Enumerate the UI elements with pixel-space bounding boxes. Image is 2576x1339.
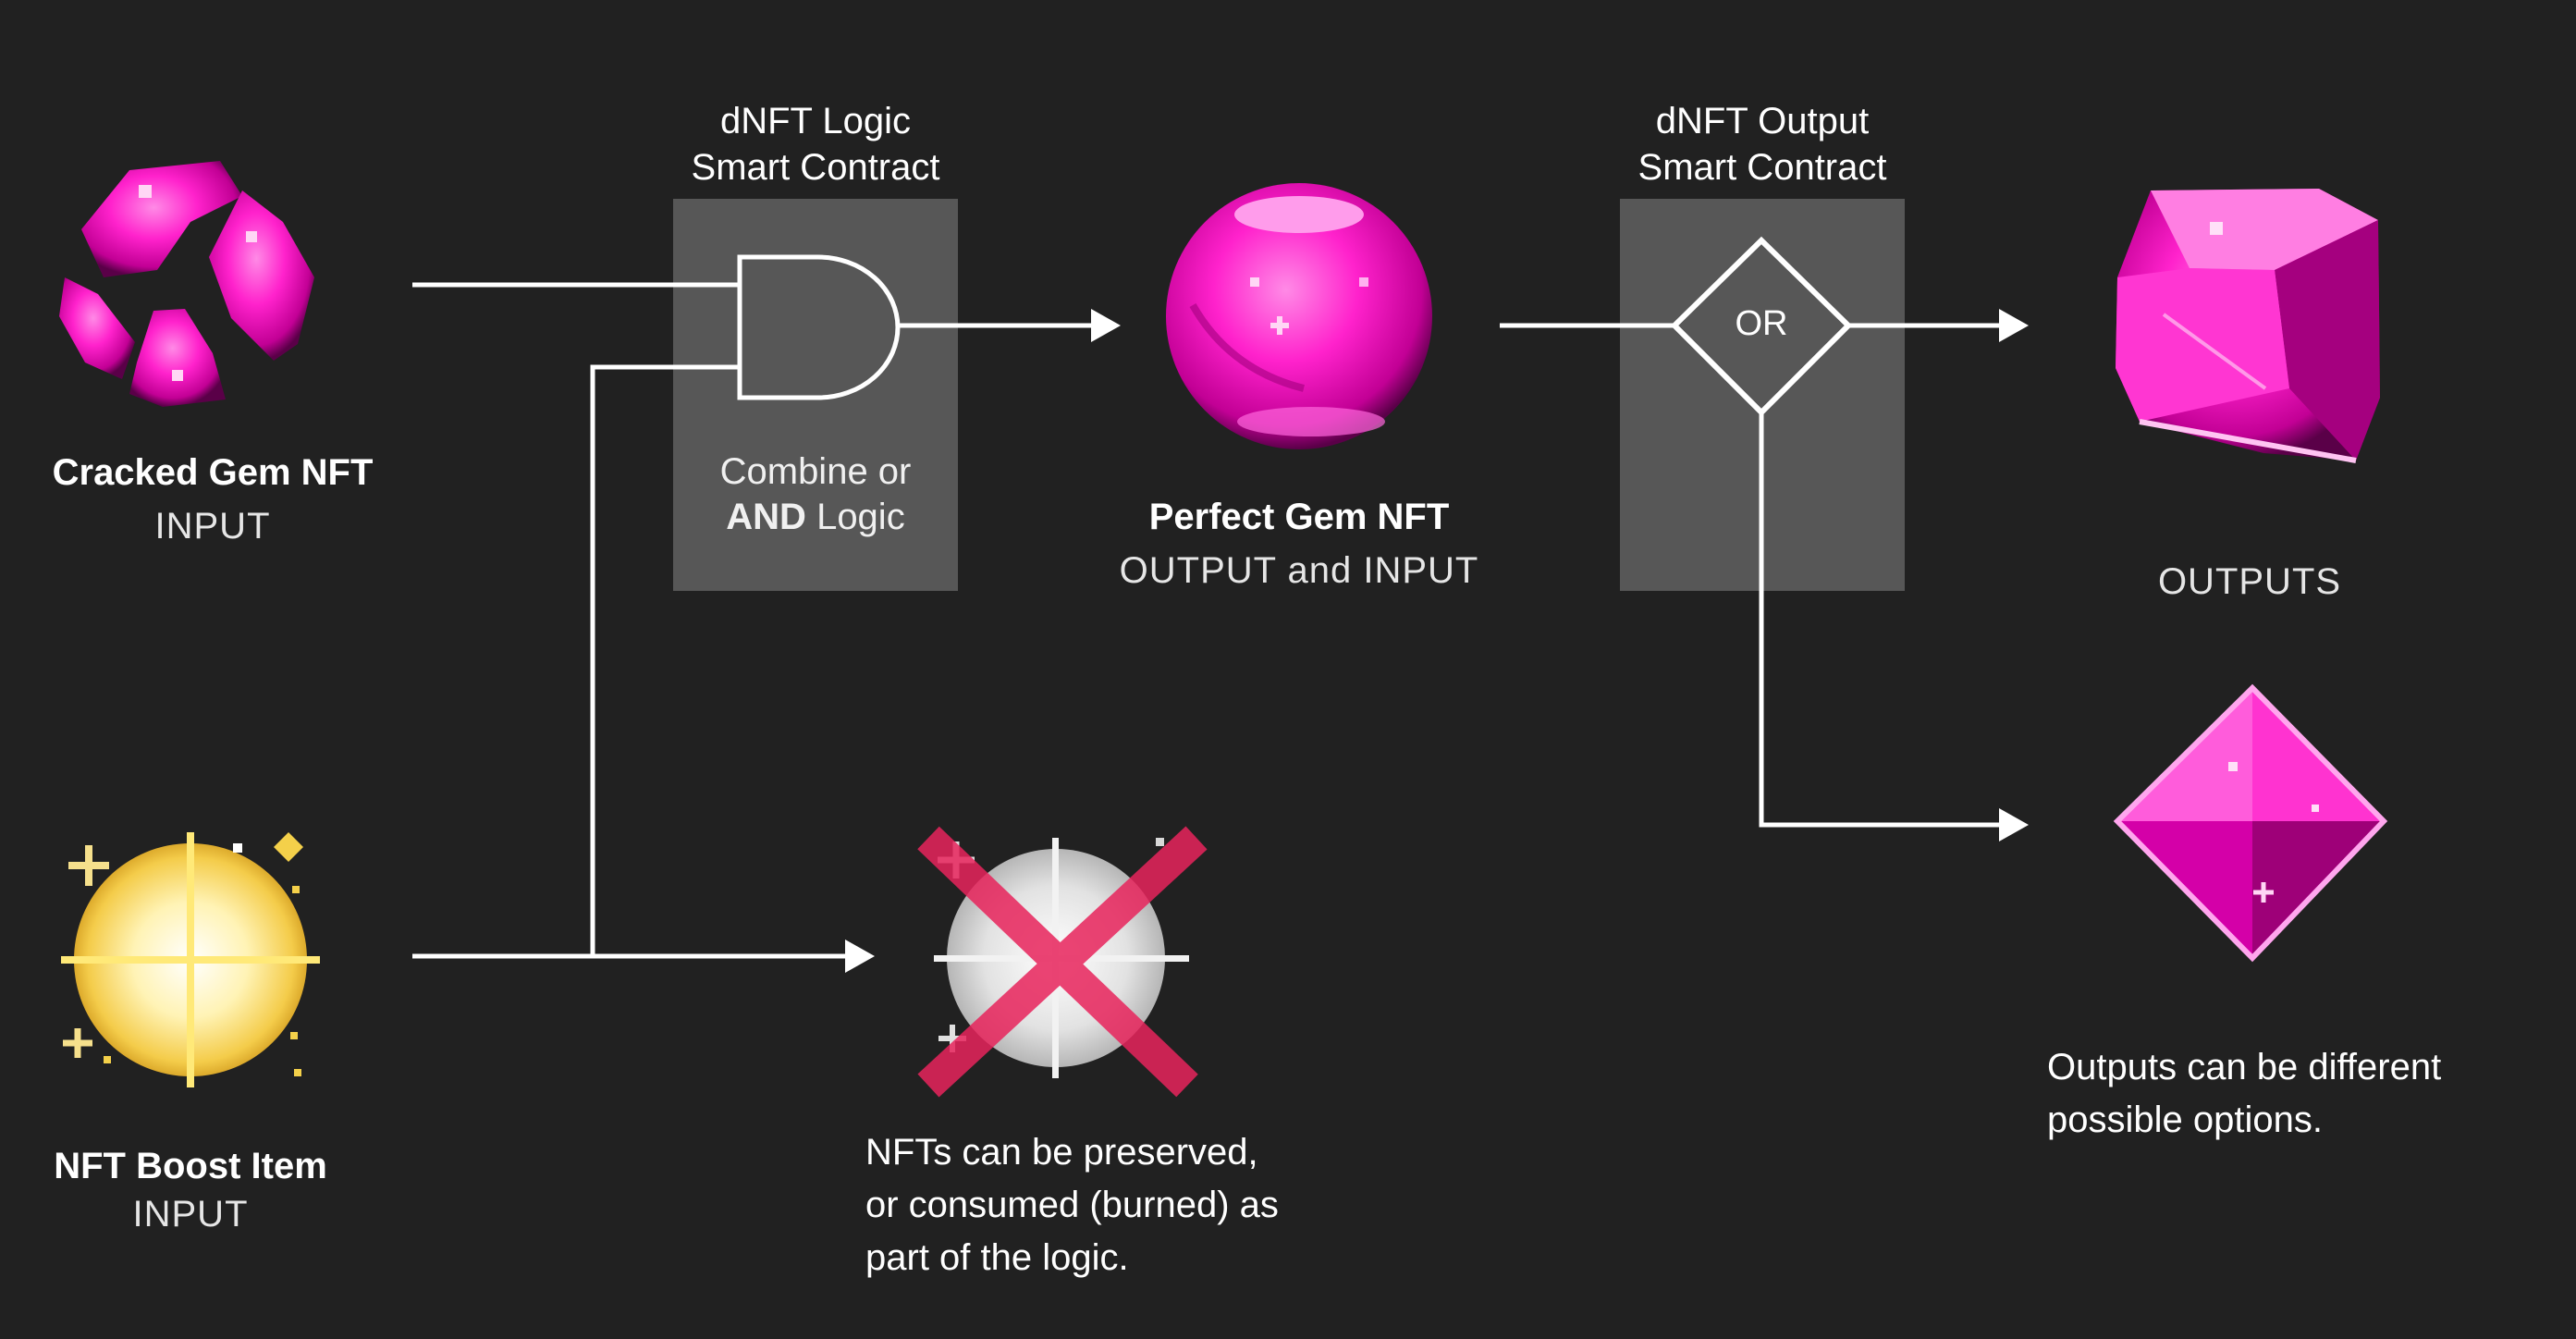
outputs-note-line-2: possible options. [2047,1099,2323,1140]
outputs-label: OUTPUTS [2157,561,2342,602]
arrowheads [845,309,2029,973]
logic-contract-title-line-2: Smart Contract [691,147,940,188]
cracked-gem-role: INPUT [154,506,271,547]
burn-note-line-2: or consumed (burned) as [865,1184,1279,1225]
burn-cross-icon [917,826,1208,1098]
perfect-gem-role: OUTPUT and INPUT [1119,550,1479,591]
arrowhead-icon [845,940,875,973]
boost-item-name: NFT Boost Item [54,1146,327,1186]
cracked-gem-icon [59,161,314,407]
perfect-gem-label: Perfect Gem NFT OUTPUT and INPUT [1091,494,1507,594]
logic-description-line-1: Combine or [719,451,912,492]
output-contract-title: dNFT Output Smart Contract [1559,98,1966,190]
connector-boost-to-and [590,364,740,956]
brilliant-gem-icon [2116,189,2380,463]
output-contract-title-line-1: dNFT Output [1655,101,1870,141]
boost-item-icon [61,832,320,1087]
arrowhead-icon [1091,309,1121,342]
boost-item-label: NFT Boost Item INPUT [0,1143,381,1237]
outputs-note: Outputs can be different possible option… [2047,1041,2441,1147]
arrowhead-icon [1999,808,2029,841]
logic-description-line-2: AND Logic [673,495,958,540]
connectors [412,282,2006,959]
cracked-gem-name: Cracked Gem NFT [52,452,374,493]
cracked-gem-label: Cracked Gem NFT INPUT [0,449,425,549]
logic-description: Combine or AND Logic [673,449,958,540]
perfect-gem-icon [1166,183,1432,449]
boost-item-role: INPUT [132,1194,249,1235]
outputs-note-line-1: Outputs can be different [2047,1047,2442,1087]
or-gate-diamond [1670,236,1853,417]
arrowhead-icon [1999,309,2029,342]
logic-contract-box [673,199,958,591]
connector-or-to-output-2 [1759,412,2006,828]
logic-description-rest: Logic [805,496,905,537]
or-gate-label: OR [1735,304,1788,343]
octahedron-gem-icon [2113,683,2388,963]
burn-note-line-1: NFTs can be preserved, [865,1132,1258,1173]
logic-contract-title: dNFT Logic Smart Contract [612,98,1019,190]
burn-note: NFTs can be preserved, or consumed (burn… [865,1126,1279,1284]
logic-description-bold: AND [726,496,806,537]
burn-note-line-3: part of the logic. [865,1236,1129,1278]
logic-contract-title-line-1: dNFT Logic [719,101,911,141]
output-contract-title-line-2: Smart Contract [1638,147,1887,188]
perfect-gem-name: Perfect Gem NFT [1148,497,1450,537]
and-gate-icon [737,254,901,400]
